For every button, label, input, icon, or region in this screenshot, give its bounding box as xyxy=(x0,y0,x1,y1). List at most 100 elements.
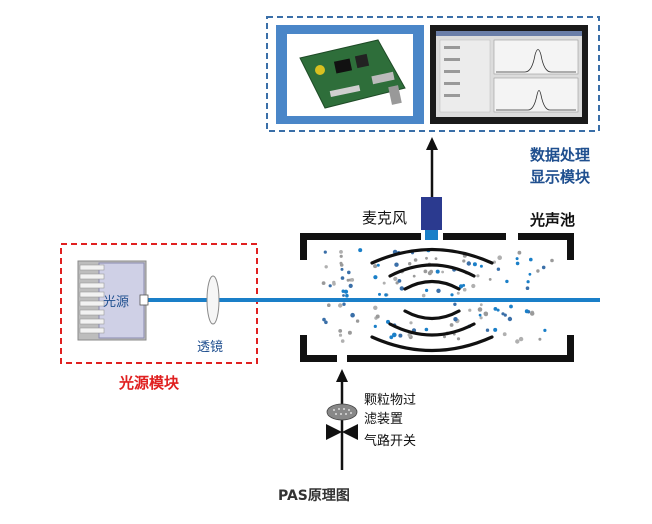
data-module-box xyxy=(266,16,600,132)
particle-dot xyxy=(350,278,355,282)
particle-dot xyxy=(502,332,507,337)
particle-dot xyxy=(505,279,509,284)
particle-dot xyxy=(515,339,520,344)
light-source-module-label: 光源模块 xyxy=(118,374,180,392)
microphone xyxy=(421,197,442,240)
signal-arrow xyxy=(426,137,438,197)
particle-dot xyxy=(321,281,326,285)
particle-dot xyxy=(434,257,438,260)
particle-dot xyxy=(462,259,466,263)
particle-dot xyxy=(525,286,530,291)
particle-dot xyxy=(462,283,466,287)
particle-dot xyxy=(441,270,444,274)
data-module-label-line2: 显示模块 xyxy=(530,168,591,186)
particle-dot xyxy=(339,261,343,265)
particle-dot xyxy=(468,308,472,312)
particle-dot xyxy=(373,264,378,269)
particle-dot xyxy=(382,281,386,285)
particle-dot xyxy=(341,289,345,293)
particle-dot xyxy=(529,257,533,262)
particle-dot xyxy=(453,317,458,322)
particle-dot xyxy=(358,248,363,253)
particle-dot xyxy=(347,330,352,335)
particle-dot xyxy=(450,293,454,297)
particle-dot xyxy=(373,275,378,280)
particle-dot xyxy=(340,339,345,343)
particle-dot xyxy=(435,269,440,274)
particle-dot xyxy=(346,278,350,282)
particle-dot xyxy=(515,261,520,266)
particle-dot xyxy=(538,337,542,341)
particle-dot xyxy=(324,320,328,325)
particle-dot xyxy=(443,335,446,339)
particle-dot xyxy=(412,274,416,278)
particle-dot xyxy=(493,327,498,332)
particle-dot xyxy=(497,255,503,260)
particle-dot xyxy=(348,283,353,288)
particle-dot xyxy=(526,280,530,284)
particle-dot xyxy=(332,280,336,285)
particle-dot xyxy=(456,337,461,341)
valve-icon xyxy=(326,424,358,440)
data-module-label-line1: 数据处理 xyxy=(530,146,590,164)
particle-field xyxy=(321,248,554,344)
particle-dot xyxy=(515,257,519,261)
particle-dot xyxy=(423,269,428,274)
particle-dot xyxy=(376,263,380,267)
light-source-label: 光源 xyxy=(103,295,129,310)
particle-dot xyxy=(456,291,460,295)
particle-dot xyxy=(345,293,349,298)
lens xyxy=(206,275,220,325)
particle-dot xyxy=(478,313,482,317)
particle-dot xyxy=(524,309,529,314)
filter-label-line1: 颗粒物过 xyxy=(364,393,416,408)
particle-dot xyxy=(492,260,496,264)
particle-dot xyxy=(322,317,326,322)
particle-dot xyxy=(436,288,441,293)
particle-dot xyxy=(384,293,388,297)
particle-dot xyxy=(399,286,404,291)
particle-dot xyxy=(413,258,418,262)
diagram-caption: PAS原理图 xyxy=(278,488,350,504)
particle-dot xyxy=(398,333,403,338)
particle-dot xyxy=(496,267,501,271)
particle-dot xyxy=(393,276,398,281)
oscilloscope-screen-photo xyxy=(430,25,588,124)
particle-dot xyxy=(338,333,343,337)
particle-dot xyxy=(378,292,381,296)
particle-dot xyxy=(340,267,344,271)
light-source-module-box xyxy=(60,243,258,364)
particle-dot xyxy=(509,304,513,309)
particle-dot xyxy=(501,312,505,316)
filter-label-line2: 滤装置 xyxy=(364,412,403,427)
particle-dot xyxy=(395,281,399,285)
particle-dot xyxy=(496,308,500,312)
particle-dot xyxy=(453,302,457,306)
particle-dot xyxy=(471,283,476,289)
particle-dot xyxy=(342,294,345,297)
particle-dot xyxy=(493,307,498,311)
particle-dot xyxy=(347,270,351,275)
particle-dot xyxy=(328,284,332,288)
particle-dot xyxy=(324,265,328,269)
particle-dot xyxy=(407,332,412,337)
particle-dot xyxy=(375,314,380,319)
particle-dot xyxy=(394,262,399,267)
particle-dot xyxy=(485,328,490,332)
particle-dot xyxy=(476,274,480,278)
particle-dot xyxy=(462,287,467,292)
particle-dot xyxy=(477,307,483,312)
particle-dot xyxy=(543,328,547,332)
particle-dot xyxy=(541,265,546,270)
particle-dot xyxy=(517,250,522,255)
particle-dot xyxy=(389,335,394,340)
particle-dot xyxy=(392,332,397,338)
particle-dot xyxy=(339,254,343,258)
particle-dot xyxy=(507,316,513,322)
particle-dot xyxy=(518,336,524,342)
light-source xyxy=(77,260,149,341)
gas-inlet-arrow xyxy=(336,369,348,470)
particle-dot xyxy=(340,276,345,280)
particle-dot xyxy=(483,311,489,317)
